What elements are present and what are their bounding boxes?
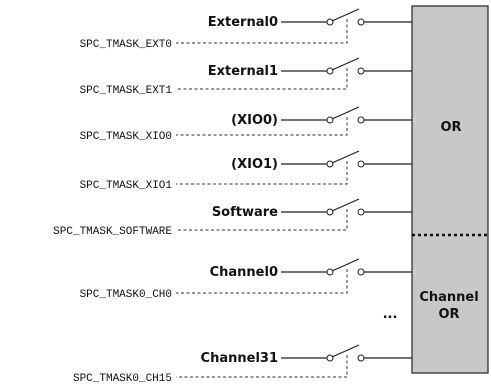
switch-contact-left	[326, 354, 334, 362]
mask-label: SPC_TMASK0_CH15	[73, 373, 172, 385]
mask-control-line	[176, 161, 348, 185]
switch-contact-right	[357, 18, 365, 26]
signal-label: External1	[208, 64, 278, 79]
switch-contact-left	[326, 18, 334, 26]
mask-control-line	[176, 117, 348, 136]
or-label: OR	[440, 120, 461, 135]
signal-label: Software	[212, 205, 278, 220]
switch-arm	[331, 8, 360, 22]
mask-label: SPC_TMASK0_CH0	[80, 289, 172, 301]
mask-label: SPC_TMASK_EXT0	[80, 39, 172, 51]
switch-contact-right	[357, 116, 365, 124]
signal-label: (XIO1)	[231, 157, 278, 172]
switch-contact-left	[326, 268, 334, 276]
mask-label: SPC_TMASK_XIO1	[80, 180, 173, 192]
switch-rows: External0SPC_TMASK_EXT0External1SPC_TMAS…	[53, 8, 412, 385]
mask-control-line	[176, 355, 348, 378]
mask-label: SPC_TMASK_XIO0	[80, 131, 172, 143]
switch-row: (XIO1) SPC_TMASK_XIO1	[80, 150, 412, 192]
switch-arm	[331, 106, 360, 120]
switch-contact-right	[357, 208, 365, 216]
signal-label: Channel31	[201, 351, 278, 366]
mask-control-line	[176, 19, 348, 44]
switch-contact-right	[357, 160, 365, 168]
switch-contact-right	[357, 67, 365, 75]
signal-label: (XIO0)	[231, 113, 278, 128]
mask-control-line	[176, 68, 348, 90]
switch-arm	[331, 258, 360, 272]
switch-contact-left	[326, 116, 334, 124]
switch-arm	[331, 198, 360, 212]
switch-contact-left	[326, 160, 334, 168]
signal-label: External0	[208, 15, 278, 30]
switch-arm	[331, 150, 360, 164]
mask-control-line	[176, 269, 348, 294]
switch-contact-left	[326, 208, 334, 216]
channel-or-label-line2: OR	[438, 307, 459, 322]
channel-or-label-line1: Channel	[419, 290, 478, 305]
switch-contact-left	[326, 67, 334, 75]
mask-control-line	[176, 209, 348, 231]
switch-contact-right	[357, 268, 365, 276]
switch-contact-right	[357, 354, 365, 362]
channel-ellipsis: ...	[383, 307, 398, 322]
mask-label: SPC_TMASK_SOFTWARE	[53, 226, 172, 238]
mask-label: SPC_TMASK_EXT1	[80, 85, 173, 97]
signal-label: Channel0	[210, 265, 278, 280]
switch-arm	[331, 344, 360, 358]
switch-arm	[331, 57, 360, 71]
switch-row: (XIO0) SPC_TMASK_XIO0	[80, 106, 412, 143]
or-box	[411, 5, 489, 374]
